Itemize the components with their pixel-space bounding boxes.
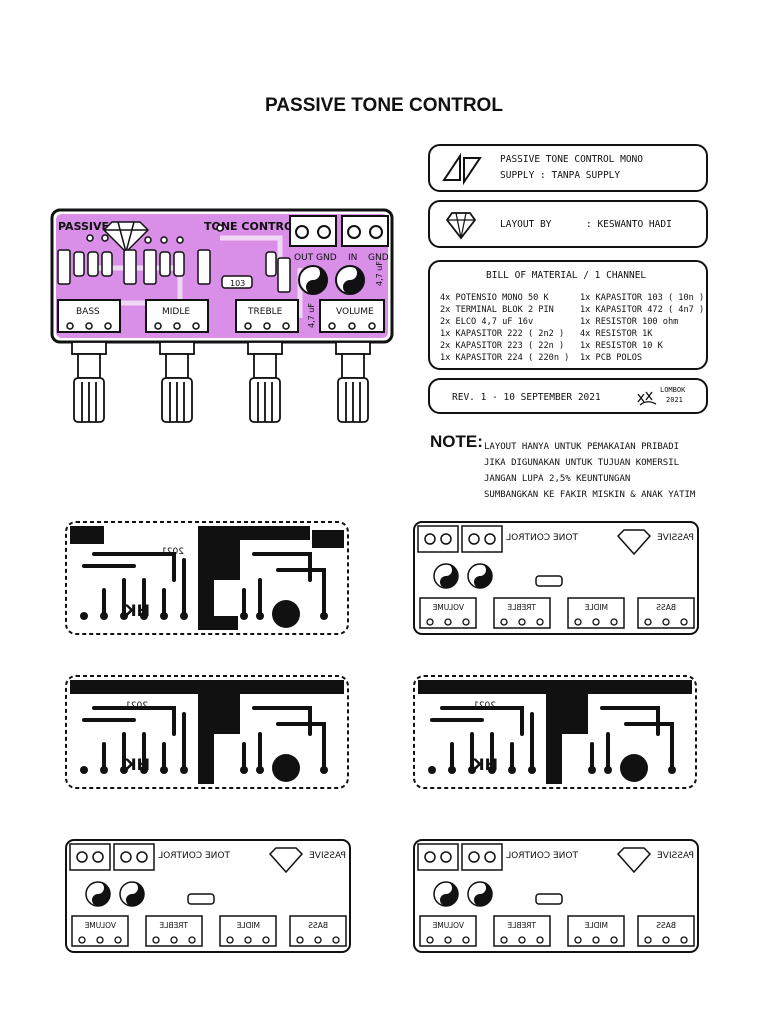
rev-year: 2021: [666, 396, 683, 404]
mirror-2-volume: VOLUME: [84, 921, 116, 930]
rev-text: REV. 1 - 10 SEPTEMBER 2021: [452, 392, 601, 403]
copper-board-3: 2021 HK: [413, 675, 697, 789]
mirror-1-bass: BASS: [656, 603, 676, 612]
label-elco-1: 4,7 uF: [307, 303, 316, 328]
mirror-2-tone-control: TONE CONTROL: [158, 851, 231, 861]
mirror-board-2: TONE CONTROL PASSIVE VOLUME TREBLE MIDLE…: [65, 839, 351, 953]
layout-label: LAYOUT BY: [500, 219, 552, 230]
page-title: PASSIVE TONE CONTROL: [265, 95, 503, 116]
bom-left-2: 2x TERMINAL BLOK 2 PIN: [440, 305, 554, 315]
logo-icon: [442, 152, 482, 186]
copper-year-3: 2021: [473, 701, 496, 711]
note-line-3: JANGAN LUPA 2,5% KEUNTUNGAN: [484, 474, 631, 484]
mirror-board-3: TONE CONTROL PASSIVE VOLUME TREBLE MIDLE…: [413, 839, 699, 953]
mirror-1-tone-control: TONE CONTROL: [506, 533, 579, 543]
bom-box: BILL OF MATERIAL / 1 CHANNEL 4x POTENSIO…: [428, 260, 708, 370]
potentiometer-shafts: [71, 341, 371, 423]
layout-box: LAYOUT BY : KESWANTO HADI: [428, 200, 708, 248]
mirror-3-tone-control: TONE CONTROL: [506, 851, 579, 861]
bom-left-4: 1x KAPASITOR 222 ( 2n2 ): [440, 329, 565, 339]
mirror-1-passive: PASSIVE: [657, 533, 694, 543]
info-line-2: SUPPLY : TANPA SUPPLY: [500, 170, 621, 181]
label-midle: MIDLE: [162, 307, 190, 317]
copper-board-1: 2021 HK: [65, 521, 349, 635]
diamond-icon: [446, 212, 476, 240]
copper-hk-2: HK: [124, 755, 150, 774]
pcb-main-board: PASSIVE TONE CONTROL OUT GND IN GND 4,7 …: [50, 208, 394, 423]
bom-right-1: 1x KAPASITOR 103 ( 10n ): [580, 293, 705, 303]
bom-left-6: 1x KAPASITOR 224 ( 220n ): [440, 353, 570, 363]
label-treble: TREBLE: [247, 307, 283, 317]
copper-board-2: 2021 HK: [65, 675, 349, 789]
mirror-3-treble: TREBLE: [507, 921, 537, 930]
label-c103: 103: [230, 279, 245, 288]
bom-right-3: 1x RESISTOR 100 ohm: [580, 317, 679, 327]
terminal-blocks: [289, 215, 389, 247]
mirror-2-passive: PASSIVE: [309, 851, 346, 861]
bom-left-3: 2x ELCO 4,7 uF 16v: [440, 317, 534, 327]
mirror-board-1: TONE CONTROL PASSIVE VOLUME TREBLE MIDLE…: [413, 521, 699, 635]
mirror-3-midle: MIDLE: [584, 921, 608, 930]
mirror-1-treble: TREBLE: [507, 603, 537, 612]
note-line-2: JIKA DIGUNAKAN UNTUK TUJUAN KOMERSIL: [484, 458, 680, 468]
rev-place: LOMBOK: [660, 386, 686, 394]
copper-hk-3: HK: [472, 755, 498, 774]
bom-right-5: 1x RESISTOR 10 K: [580, 341, 663, 351]
label-elco-2: 4,7 uF: [375, 261, 384, 286]
silk-passive: PASSIVE: [58, 220, 109, 233]
label-bass: BASS: [76, 307, 100, 317]
silk-tone-control: TONE CONTROL: [204, 220, 300, 233]
bom-left-1: 4x POTENSIO MONO 50 K: [440, 293, 549, 303]
rev-box: REV. 1 - 10 SEPTEMBER 2021 LOMBOK 2021: [428, 378, 708, 414]
mirror-3-volume: VOLUME: [432, 921, 464, 930]
info-line-1: PASSIVE TONE CONTROL MONO: [500, 154, 643, 165]
mirror-1-midle: MIDLE: [584, 603, 608, 612]
note-heading: NOTE:: [430, 432, 483, 451]
mirror-2-midle: MIDLE: [236, 921, 260, 930]
note-line-1: LAYOUT HANYA UNTUK PEMAKAIAN PRIBADI: [484, 442, 680, 452]
copper-year-2: 2021: [125, 701, 148, 711]
mirror-3-bass: BASS: [656, 921, 676, 930]
copper-year-1: 2021: [161, 547, 184, 557]
mirror-2-treble: TREBLE: [159, 921, 189, 930]
info-box: PASSIVE TONE CONTROL MONO SUPPLY : TANPA…: [428, 144, 708, 192]
bom-left-5: 2x KAPASITOR 223 ( 22n ): [440, 341, 565, 351]
label-out: OUT: [294, 253, 314, 263]
note-line-4: SUMBANGKAN KE FAKIR MISKIN & ANAK YATIM: [484, 490, 696, 500]
label-gnd-2: GND: [368, 253, 389, 263]
label-volume: VOLUME: [336, 307, 374, 317]
layout-author: : KESWANTO HADI: [586, 219, 672, 230]
bom-title: BILL OF MATERIAL / 1 CHANNEL: [486, 270, 647, 281]
mirror-3-passive: PASSIVE: [657, 851, 694, 861]
signature-icon: [637, 391, 657, 406]
label-gnd: GND: [316, 253, 337, 263]
mirror-2-bass: BASS: [308, 921, 328, 930]
bom-right-2: 1x KAPASITOR 472 ( 4n7 ): [580, 305, 705, 315]
mirror-1-volume: VOLUME: [432, 603, 464, 612]
copper-hk-1: HK: [124, 601, 150, 620]
label-in: IN: [348, 253, 357, 263]
bom-right-6: 1x PCB POLOS: [580, 353, 643, 363]
bom-right-4: 4x RESISTOR 1K: [580, 329, 653, 339]
